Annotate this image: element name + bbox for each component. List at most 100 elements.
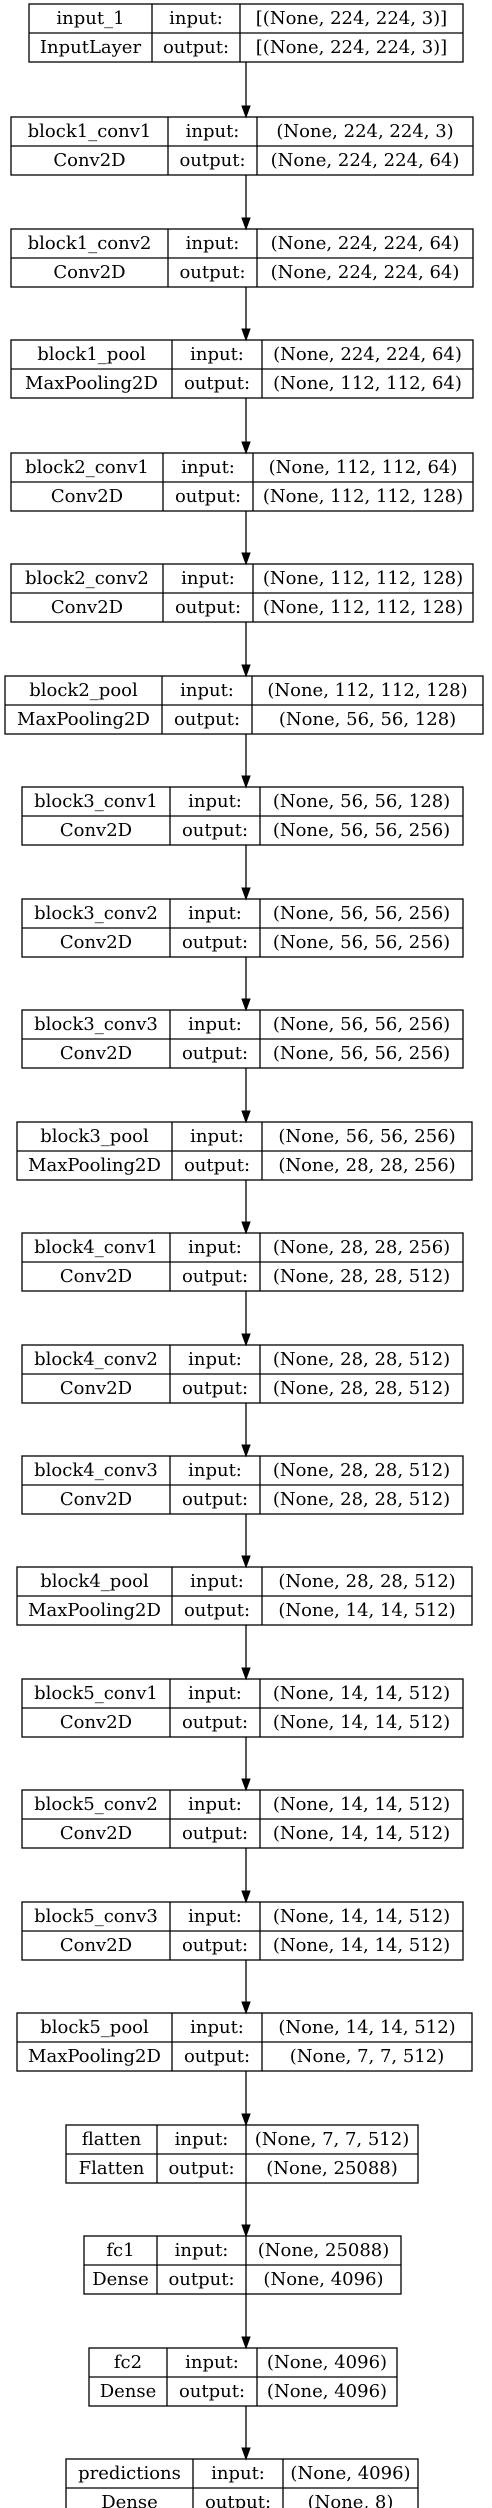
output-label: output: bbox=[168, 2158, 234, 2179]
output-shape: (None, 224, 224, 64) bbox=[271, 150, 460, 171]
arrowhead-icon bbox=[241, 664, 251, 678]
output-label: output: bbox=[175, 597, 241, 618]
layer-name: block3_conv3 bbox=[34, 1014, 158, 1035]
layer-name: block2_conv2 bbox=[25, 568, 149, 589]
input-label: input: bbox=[186, 121, 240, 142]
output-label: output: bbox=[182, 1043, 248, 1064]
input-label: input: bbox=[188, 903, 242, 924]
edge-arrow bbox=[241, 1291, 251, 1347]
layer-name: block5_conv2 bbox=[34, 1794, 158, 1815]
layer-node: block3_poolMaxPooling2Dinput:output:(Non… bbox=[16, 1121, 473, 1181]
layer-type: Conv2D bbox=[60, 1823, 132, 1844]
layer-type: MaxPooling2D bbox=[28, 2046, 161, 2067]
input-label: input: bbox=[175, 2240, 229, 2261]
input-label: input: bbox=[181, 457, 235, 478]
edge-arrow bbox=[241, 845, 251, 901]
layer-name: block1_pool bbox=[37, 344, 146, 365]
layer-name: fc2 bbox=[114, 2352, 142, 2373]
output-shape: (None, 14, 14, 512) bbox=[273, 1712, 450, 1733]
output-shape: (None, 112, 112, 128) bbox=[263, 597, 463, 618]
input-shape: (None, 224, 224, 3) bbox=[276, 121, 453, 142]
input-label: input: bbox=[185, 2352, 239, 2373]
layer-type: Conv2D bbox=[60, 1378, 132, 1399]
layer-name: block3_conv2 bbox=[34, 903, 158, 924]
output-label: output: bbox=[182, 1935, 248, 1956]
layer-name: block1_conv1 bbox=[28, 121, 152, 142]
output-shape: (None, 14, 14, 512) bbox=[273, 1823, 450, 1844]
input-shape: (None, 25088) bbox=[258, 2240, 390, 2261]
arrowhead-icon bbox=[241, 552, 251, 566]
arrowhead-icon bbox=[241, 887, 251, 901]
edge-arrow bbox=[241, 2294, 251, 2350]
output-label: output: bbox=[179, 2381, 245, 2402]
layer-name: input_1 bbox=[56, 8, 124, 29]
input-label: input: bbox=[188, 1794, 242, 1815]
input-label: input: bbox=[188, 1460, 242, 1481]
layer-type: Conv2D bbox=[60, 1712, 132, 1733]
output-shape: (None, 28, 28, 256) bbox=[278, 1155, 455, 1176]
edge-arrow bbox=[241, 62, 251, 119]
layer-name: fc1 bbox=[106, 2240, 134, 2261]
output-label: output: bbox=[184, 1600, 250, 1621]
layer-type: Flatten bbox=[79, 2158, 145, 2179]
layer-name: block5_conv3 bbox=[34, 1906, 158, 1927]
input-label: input: bbox=[190, 1571, 244, 1592]
output-shape: (None, 56, 56, 128) bbox=[279, 709, 456, 730]
layer-type: InputLayer bbox=[40, 37, 142, 58]
output-shape: (None, 14, 14, 512) bbox=[278, 1600, 455, 1621]
output-shape: [(None, 224, 224, 3)] bbox=[256, 37, 447, 58]
input-shape: (None, 224, 224, 64) bbox=[273, 344, 462, 365]
input-label: input: bbox=[211, 2463, 265, 2484]
output-shape: (None, 56, 56, 256) bbox=[273, 1043, 450, 1064]
input-shape: (None, 56, 56, 256) bbox=[273, 903, 450, 924]
arrowhead-icon bbox=[241, 217, 251, 231]
output-shape: (None, 28, 28, 512) bbox=[273, 1266, 450, 1287]
arrowhead-icon bbox=[241, 1667, 251, 1681]
output-label: output: bbox=[168, 2269, 234, 2290]
arrowhead-icon bbox=[241, 2001, 251, 2015]
output-shape: (None, 56, 56, 256) bbox=[273, 820, 450, 841]
output-shape: (None, 28, 28, 512) bbox=[273, 1378, 450, 1399]
arrowhead-icon bbox=[241, 1110, 251, 1124]
layer-name: block4_pool bbox=[40, 1571, 149, 1592]
output-shape: (None, 4096) bbox=[267, 2381, 387, 2402]
layer-node: block1_poolMaxPooling2Dinput:output:(Non… bbox=[10, 339, 474, 399]
arrowhead-icon bbox=[241, 328, 251, 342]
edge-arrow bbox=[241, 2071, 251, 2127]
output-label: output: bbox=[184, 1155, 250, 1176]
output-label: output: bbox=[182, 1823, 248, 1844]
output-label: output: bbox=[175, 486, 241, 507]
output-shape: (None, 56, 56, 256) bbox=[273, 932, 450, 953]
output-shape: (None, 25088) bbox=[266, 2158, 398, 2179]
edge-arrow bbox=[241, 1180, 251, 1235]
edge-arrow bbox=[241, 2183, 251, 2238]
output-label: output: bbox=[182, 1489, 248, 1510]
input-label: input: bbox=[175, 2129, 229, 2150]
arrowhead-icon bbox=[241, 1555, 251, 1569]
arrowhead-icon bbox=[241, 441, 251, 455]
layer-type: MaxPooling2D bbox=[17, 709, 150, 730]
edge-arrow bbox=[241, 1625, 251, 1681]
output-shape: (None, 224, 224, 64) bbox=[271, 262, 460, 283]
input-label: input: bbox=[190, 1126, 244, 1147]
layer-type: Conv2D bbox=[60, 1935, 132, 1956]
input-shape: (None, 112, 112, 128) bbox=[263, 568, 463, 589]
layer-type: Conv2D bbox=[51, 597, 123, 618]
arrowhead-icon bbox=[241, 1221, 251, 1235]
layer-name: block2_pool bbox=[29, 680, 138, 701]
layer-type: Dense bbox=[92, 2269, 149, 2290]
input-label: input: bbox=[188, 1014, 242, 1035]
input-label: input: bbox=[188, 1237, 242, 1258]
layer-type: Conv2D bbox=[53, 150, 125, 171]
layer-name: block5_conv1 bbox=[34, 1683, 158, 1704]
